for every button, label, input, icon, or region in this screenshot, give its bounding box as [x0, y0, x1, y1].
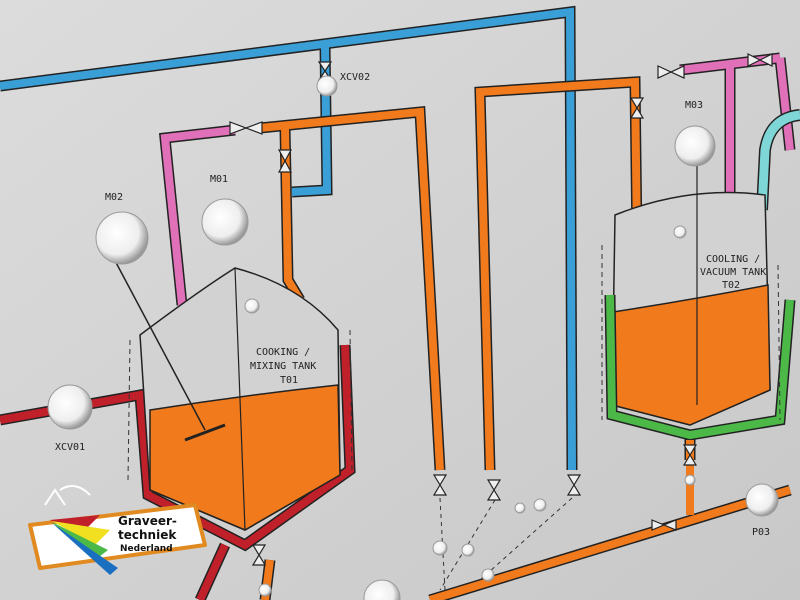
label-t01-line3: T01: [280, 375, 298, 386]
indicator-p03[interactable]: [745, 483, 779, 517]
tank-t01: [111, 254, 353, 531]
valve-icon: [651, 519, 677, 531]
valve-icon: [251, 544, 267, 566]
valve-icon: [682, 444, 698, 466]
indicator-m03[interactable]: [674, 125, 716, 167]
valves: [229, 53, 773, 566]
label-t01-line2: MIXING TANK: [250, 361, 316, 372]
label-t01-line1: COOKING /: [256, 347, 310, 358]
label-m03: M03: [685, 100, 703, 111]
graveertechniek-logo: Graveer- techniek Nederland: [28, 485, 207, 575]
label-m01: M01: [210, 174, 228, 185]
label-xcv02: XCV02: [340, 72, 370, 83]
valve-icon: [657, 65, 685, 79]
valve-icon: [747, 53, 773, 67]
logo-line3: Nederland: [120, 544, 173, 554]
agitator-shaft: [111, 254, 206, 431]
indicator-m01[interactable]: [201, 198, 249, 246]
logo-line2: techniek: [118, 528, 177, 542]
tank-t01-level: [149, 384, 341, 531]
logo-line1: Graveer-: [118, 514, 177, 528]
indicator-m02[interactable]: [95, 211, 149, 265]
valve-icon: [629, 97, 645, 119]
valve-icon: [229, 121, 263, 135]
label-m02: M02: [105, 192, 123, 203]
indicator-xcv02[interactable]: [316, 75, 338, 97]
valve-icon: [486, 479, 502, 501]
label-t02-line2: VACUUM TANK: [700, 267, 766, 278]
indicator-xcv01[interactable]: [47, 384, 93, 430]
label-p03: P03: [752, 527, 770, 538]
valve-icon: [566, 474, 582, 496]
pink-pipe: [158, 52, 796, 306]
label-xcv01: XCV01: [55, 442, 85, 453]
indicator-holes: [47, 75, 779, 600]
label-t02-line1: COOLING /: [706, 254, 760, 265]
agitator-blade: [184, 423, 226, 442]
label-t02-line3: T02: [722, 280, 740, 291]
tank-t02-level: [611, 284, 771, 426]
valve-icon: [277, 149, 293, 173]
valve-icon: [432, 474, 448, 496]
cyan-pipe: [756, 109, 800, 211]
